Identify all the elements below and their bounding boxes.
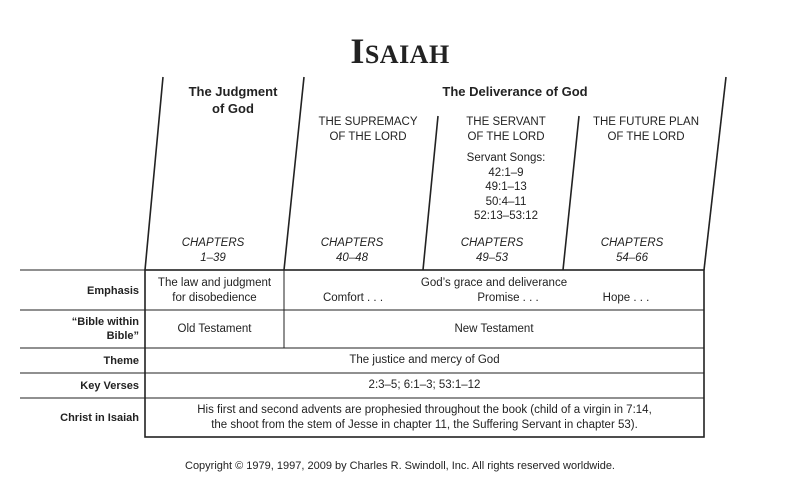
bible-new-testament: New Testament [454,323,534,335]
divider-left-edge [144,76,164,271]
section-servant-title: THE SERVANT OF THE LORD [466,116,546,143]
chapters-supremacy: CHAPTERS 40–48 [320,237,384,264]
theme-value: The justice and mercy of God [349,354,500,366]
chapters-judgment: CHAPTERS 1–39 [181,237,245,264]
divider-supremacy-servant [422,115,439,271]
row-label-christ-in-isaiah: Christ in Isaiah [60,412,139,424]
copyright: Copyright © 1979, 1997, 2009 by Charles … [185,460,615,472]
chapters-future: CHAPTERS 54–66 [600,237,664,264]
emphasis-old: The law and judgment for disobedience [157,277,272,304]
emphasis-comfort: Comfort . . . [322,292,384,304]
divider-judgment-deliverance [283,76,305,271]
section-future-title: THE FUTURE PLAN OF THE LORD [592,116,700,143]
chapters-servant: CHAPTERS 49–53 [460,237,524,264]
page-title: ISAIAH [350,31,450,71]
servant-songs-list: Servant Songs: 42:1–9 49:1–13 50:4–11 52… [466,152,546,223]
table-outline [144,269,705,438]
divider-right-edge [703,76,727,271]
bible-old-testament: Old Testament [177,323,252,335]
row-label-bible-within-bible: “Bible within Bible” [71,316,139,342]
row-label-emphasis: Emphasis [87,285,139,297]
emphasis-hope: Hope . . . [602,292,650,304]
row-label-key-verses: Key Verses [80,380,139,392]
emphasis-promise: Promise . . . [477,292,539,304]
christ-value: His first and second advents are prophes… [197,404,652,431]
section-supremacy-title: THE SUPREMACY OF THE LORD [318,116,418,143]
section-judgment-title: The Judgment of God [188,84,278,116]
section-deliverance-title: The Deliverance of God [442,84,588,99]
divider-servant-future [562,115,580,271]
key-verses-value: 2:3–5; 6:1–3; 53:1–12 [368,379,481,391]
emphasis-new-main: God’s grace and deliverance [420,277,568,289]
row-label-theme: Theme [103,355,139,367]
